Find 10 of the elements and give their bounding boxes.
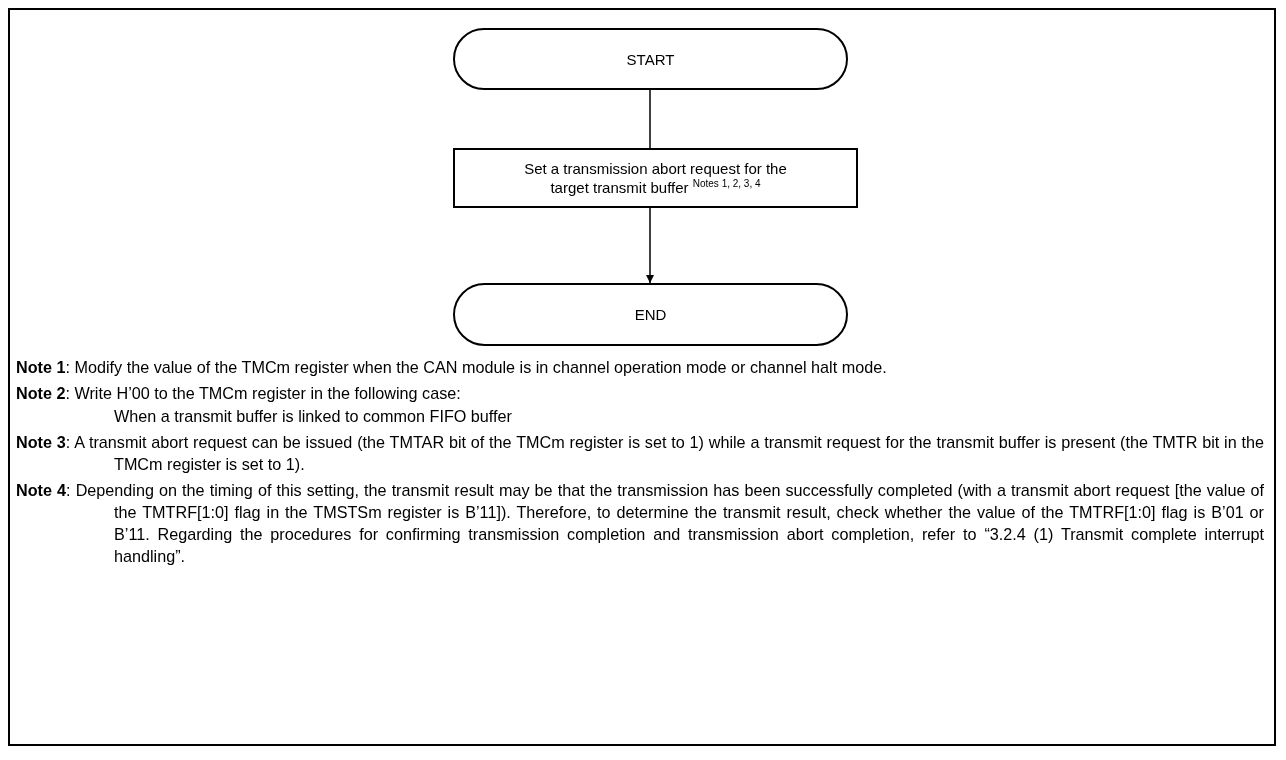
note-text: Note 3: A transmit abort request can be issued (the TMTAR bit of the TMCm register is set to 1) while a transmit request for the transmit buffer is present (the TMTR bit in the TMCm register is set to 1). [16,432,1264,475]
terminator-shape: END [453,283,848,346]
terminator-shape: START [453,28,848,90]
note-text: Note 4: Depending on the timing of this setting, the transmit result may be that the transmission has been successfully completed (with a transmit abort request [the value of the TMTRF[1:0] flag in the TMSTSm register is B’11]). Therefore, to determine the transmit result, check whether the value of the TMTRF[1:0] flag is B’01 or B’11. Regarding the procedures for confirming transmission completion and transmission abort completion, refer to “3.2.4 (1) Transmit complete interrupt handling”. [16,480,1264,567]
arrow [646,207,654,284]
note-text: Note 2: Write H’00 to the TMCm register in the following case: [16,383,462,404]
connector-line [649,89,651,149]
note-text: Note 1: Modify the value of the TMCm register when the CAN module is in channel operation mode or channel halt mode. [16,357,888,378]
process-box: Set a transmission abort request for the target transmit buffer $^{Notes 1, 2, 3, 4}$ [453,148,858,208]
note-text: When a transmit buffer is linked to common FIFO buffer [113,406,513,427]
